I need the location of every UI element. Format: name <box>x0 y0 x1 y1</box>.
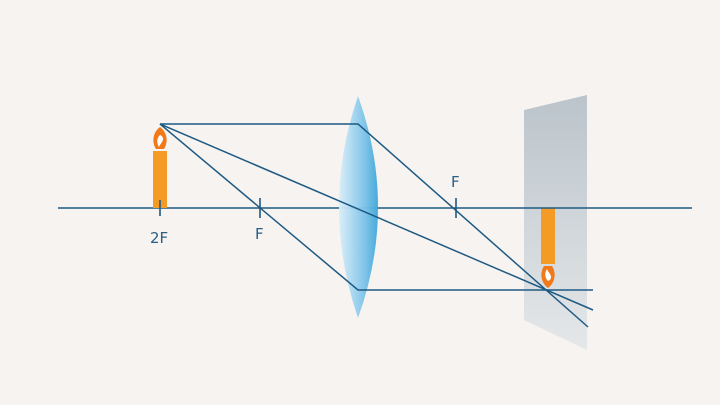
label-2f-left: 2F <box>150 229 168 247</box>
inverted-candle-icon <box>541 208 555 288</box>
ray-through-focus <box>159 123 593 291</box>
ray-parallel <box>160 123 589 328</box>
label-f-left: F <box>255 225 264 243</box>
convex-lens <box>339 96 378 318</box>
label-f-right: F <box>451 173 460 191</box>
projection-screen <box>524 95 587 350</box>
candle-icon <box>153 127 167 208</box>
rays <box>159 123 594 328</box>
ray-through-center <box>159 123 594 311</box>
